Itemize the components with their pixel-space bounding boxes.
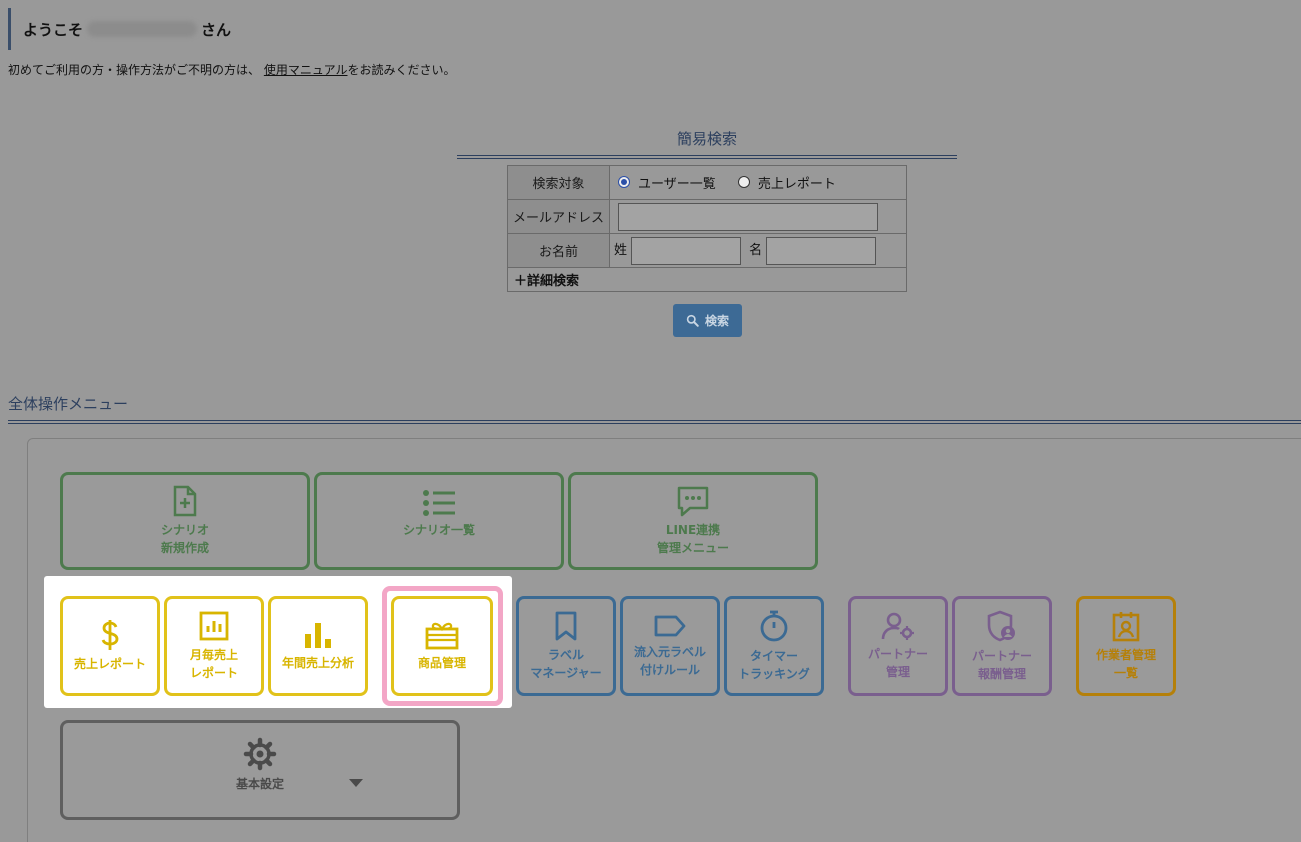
search-button-label: 検索: [704, 314, 729, 328]
tile-label: 管理: [885, 665, 910, 679]
intro-before: 初めてご利用の方・操作方法がご不明の方は、: [8, 63, 261, 77]
tile-label: 商品管理: [417, 656, 466, 670]
tile-label: 基本設定: [235, 777, 284, 791]
tile-label: パートナー: [867, 647, 928, 661]
list-icon: [423, 490, 455, 516]
tag-icon: [654, 615, 686, 637]
tile-label: 新規作成: [160, 541, 209, 555]
gear-icon: [243, 737, 277, 771]
tile-label: トラッキング: [738, 667, 810, 681]
chat-icon: [677, 486, 709, 517]
partner-reward-tile[interactable]: パートナー 報酬管理: [952, 596, 1052, 696]
target-label: 検索対象: [507, 165, 610, 200]
quick-search-form: 検索対象 ユーザー一覧 売上レポート メールアドレス お名前 姓 名 ＋詳細検索: [507, 165, 907, 292]
basic-settings-tile[interactable]: 基本設定: [60, 720, 460, 820]
tile-label: ラベル: [547, 648, 584, 662]
search-button[interactable]: 検索: [673, 304, 742, 337]
search-icon: [686, 314, 699, 327]
monthly-sales-tile[interactable]: 月毎売上 レポート: [164, 596, 264, 696]
tile-label: パートナー: [971, 649, 1032, 663]
tile-label: 付けルール: [639, 663, 700, 677]
sales-report-tile[interactable]: 売上レポート: [60, 596, 160, 696]
tile-label: 管理メニュー: [656, 541, 729, 555]
shield-user-icon: [987, 610, 1015, 642]
last-name-field[interactable]: [631, 236, 742, 265]
intro-after: をお読みください。: [347, 63, 456, 77]
tile-label: 報酬管理: [977, 667, 1026, 681]
file-plus-icon: [173, 485, 197, 517]
timer-tracking-tile[interactable]: タイマー トラッキング: [724, 596, 824, 696]
tile-label: LINE連携: [665, 523, 721, 537]
gift-card-icon: [425, 622, 459, 650]
tile-label: 月毎売上: [189, 648, 238, 662]
partner-management-tile[interactable]: パートナー 管理: [848, 596, 948, 696]
quick-search-title: 簡易検索: [457, 128, 957, 159]
label-manager-tile[interactable]: ラベル マネージャー: [516, 596, 616, 696]
advanced-search-toggle[interactable]: ＋詳細検索: [507, 267, 907, 292]
tile-label: シナリオ: [160, 523, 209, 537]
monthly-chart-icon: [199, 611, 229, 641]
tile-label: 流入元ラベル: [633, 645, 706, 659]
line-menu-tile[interactable]: LINE連携 管理メニュー: [568, 472, 818, 570]
first-name-label: 名: [749, 243, 763, 258]
radio-sales-report-label: 売上レポート: [757, 176, 836, 192]
last-name-label: 姓: [614, 243, 628, 258]
tile-label: 作業者管理: [1095, 648, 1156, 662]
product-highlight-ring: [382, 586, 503, 706]
welcome-suffix: さん: [201, 20, 232, 39]
bar-chart-icon: [305, 623, 331, 648]
radio-user-list-label: ユーザー一覧: [638, 176, 716, 192]
radio-sales-report[interactable]: 売上レポート: [737, 173, 836, 192]
name-label: お名前: [507, 233, 610, 268]
radio-selected-icon: [618, 176, 630, 189]
email-label: メールアドレス: [507, 199, 610, 234]
welcome-banner: ようこそ さん: [8, 8, 1298, 50]
blurred-username: [87, 21, 198, 37]
id-badge-icon: [1112, 612, 1140, 642]
annual-analysis-tile[interactable]: 年間売上分析: [268, 596, 368, 696]
first-name-field[interactable]: [766, 236, 877, 265]
radio-unselected-icon: [737, 176, 750, 189]
user-gear-icon: [881, 612, 914, 640]
scenario-list-tile[interactable]: シナリオ一覧: [314, 472, 564, 570]
email-field[interactable]: [618, 202, 878, 231]
stopwatch-icon: [760, 610, 788, 642]
dollar-icon: [101, 620, 119, 650]
scenario-create-tile[interactable]: シナリオ 新規作成: [60, 472, 310, 570]
intro-text: 初めてご利用の方・操作方法がご不明の方は、 使用マニュアルをお読みください。: [8, 61, 456, 78]
worker-list-tile[interactable]: 作業者管理 一覧: [1076, 596, 1176, 696]
chevron-down-icon[interactable]: [349, 779, 363, 787]
tile-label: タイマー: [749, 649, 798, 663]
tile-label: 年間売上分析: [281, 656, 354, 670]
source-label-rule-tile[interactable]: 流入元ラベル 付けルール: [620, 596, 720, 696]
welcome-prefix: ようこそ: [23, 20, 84, 39]
menu-title: 全体操作メニュー: [8, 393, 1301, 424]
target-options: ユーザー一覧 売上レポート: [609, 165, 907, 200]
product-management-tile[interactable]: 商品管理: [391, 596, 493, 696]
radio-user-list[interactable]: ユーザー一覧: [618, 173, 716, 192]
tile-label: 一覧: [1113, 666, 1138, 680]
manual-link[interactable]: 使用マニュアル: [263, 63, 348, 77]
tile-label: マネージャー: [530, 666, 602, 680]
tile-label: 売上レポート: [73, 657, 146, 671]
tile-label: シナリオ一覧: [402, 523, 475, 537]
bookmark-icon: [555, 611, 577, 641]
tile-label: レポート: [189, 666, 238, 680]
